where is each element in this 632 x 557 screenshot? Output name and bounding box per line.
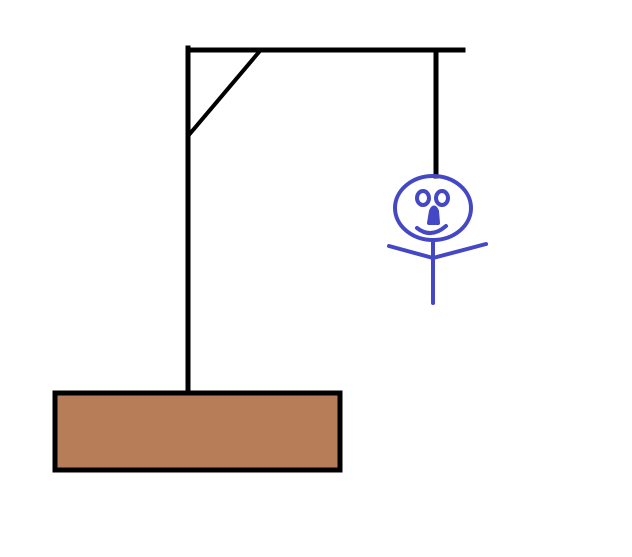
smile — [415, 224, 448, 235]
right-eye — [434, 189, 450, 207]
gallows-brace — [186, 50, 261, 138]
left-eye — [415, 189, 431, 207]
nose — [427, 205, 440, 225]
hangman-figure — [387, 174, 488, 305]
arms — [387, 242, 488, 260]
gallows-base — [52, 390, 343, 473]
